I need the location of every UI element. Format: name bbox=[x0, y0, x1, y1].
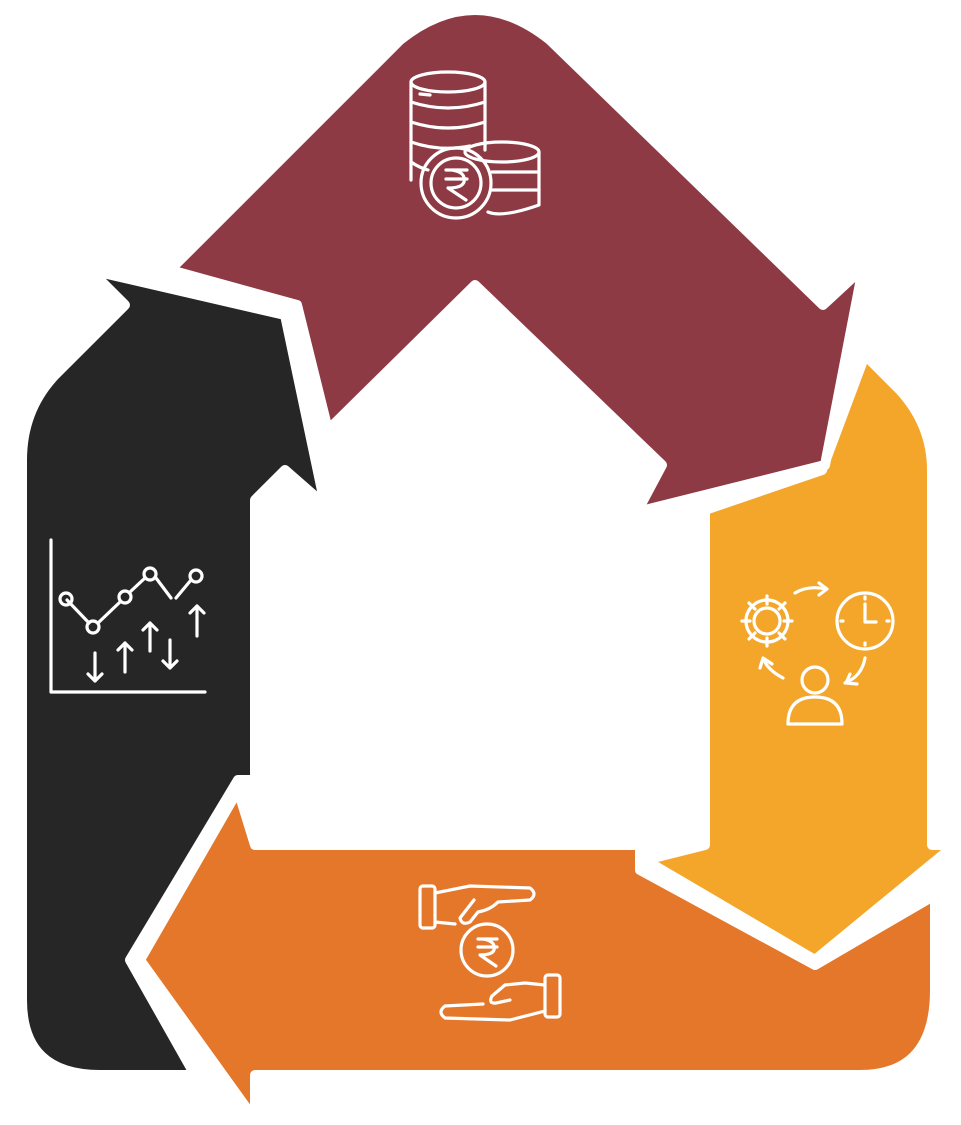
gears-clock-person-cycle-icon bbox=[740, 581, 895, 726]
cycle-segment-bottom bbox=[135, 785, 940, 1125]
hands-exchanging-rupee-icon bbox=[418, 884, 562, 1022]
cycle-segment-left bbox=[17, 265, 330, 1080]
cycle-segment-top bbox=[165, 5, 868, 517]
rupee-coins-stack-icon bbox=[409, 70, 541, 220]
cycle-segment-right bbox=[640, 350, 960, 965]
line-chart-arrows-icon bbox=[49, 538, 207, 694]
